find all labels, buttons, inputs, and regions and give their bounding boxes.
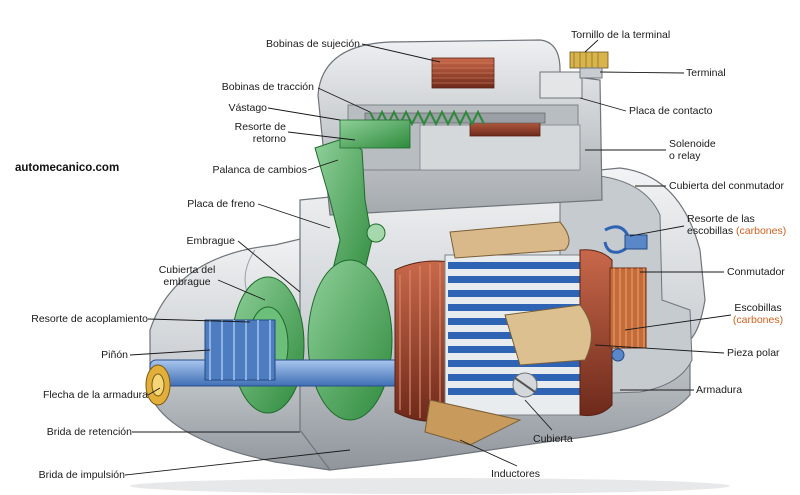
label-inductores: Inductores [491,468,541,480]
label-cubierta-conmutador: Cubierta del conmutador [669,180,784,192]
label-solenoide-line1: Solenoide [669,138,716,150]
label-resorte-escobillas-carbones: (carbones) [736,225,787,237]
label-vastago: Vástago [228,102,267,114]
label-brida-retencion: Brida de retención [46,426,132,438]
label-pieza-polar: Pieza polar [727,347,780,359]
commutator [609,267,647,349]
terminal [579,67,603,79]
brush [624,234,648,250]
label-brida-impulsion: Brida de impulsión [38,469,125,481]
label-solenoide-line2: o relay [669,150,701,162]
label-cubierta-embrague: Cubierta del embrague [152,264,222,288]
label-armadura: Armadura [696,384,743,396]
contact-plate [539,71,583,99]
label-resorte-retorno-line2: retorno [252,133,286,145]
leader-lines [124,39,732,476]
label-bobinas-traccion: Bobinas de tracción [221,81,314,93]
label-escobillas-line2: (carbones) [732,314,784,326]
label-conmutador: Conmutador [727,266,785,278]
label-resorte-retorno-line1: Resorte de [234,121,286,133]
armature-windings-front [579,249,613,416]
pinion-gear [204,319,276,381]
label-resorte-escobillas: Resorte de las escobillas (carbones) [687,213,786,237]
label-cubierta: Cubierta [533,433,573,445]
armature-windings-rear [394,260,451,422]
label-bobinas-sujecion: Bobinas de sujeción [266,38,360,50]
label-placa-freno: Placa de freno [187,198,255,210]
label-solenoide: Solenoide o relay [669,138,716,162]
label-tornillo-terminal: Tornillo de la terminal [571,29,671,41]
label-pinon: Piñón [101,349,128,361]
terminal-stud [569,51,609,69]
label-palanca-cambios: Palanca de cambios [212,164,307,176]
label-resorte-acoplamiento: Resorte de acoplamiento [31,313,148,325]
label-resorte-escobillas-word: escobillas [687,225,734,237]
drive-end-plate [307,259,393,421]
pole-shoe [504,304,592,366]
label-terminal: Terminal [686,67,726,79]
label-flecha-armadura: Flecha de la armadura [42,389,148,401]
label-placa-contacto: Placa de contacto [629,105,713,117]
site-watermark: automecanico.com [15,162,120,174]
label-resorte-escobillas-line1: Resorte de las [687,213,755,225]
label-resorte-escobillas-line2: escobillas (carbones) [687,225,786,237]
armature-shaft [149,359,431,387]
label-cubierta-embrague-line2: embrague [163,276,211,288]
label-escobillas-line1: Escobillas [734,302,782,314]
label-embrague: Embrague [186,235,235,247]
field-coil-upper [449,221,570,259]
label-cubierta-embrague-line1: Cubierta del [158,264,216,276]
label-resorte-retorno: Resorte de retorno [235,121,286,145]
label-escobillas: Escobillas (carbones) [728,302,788,326]
